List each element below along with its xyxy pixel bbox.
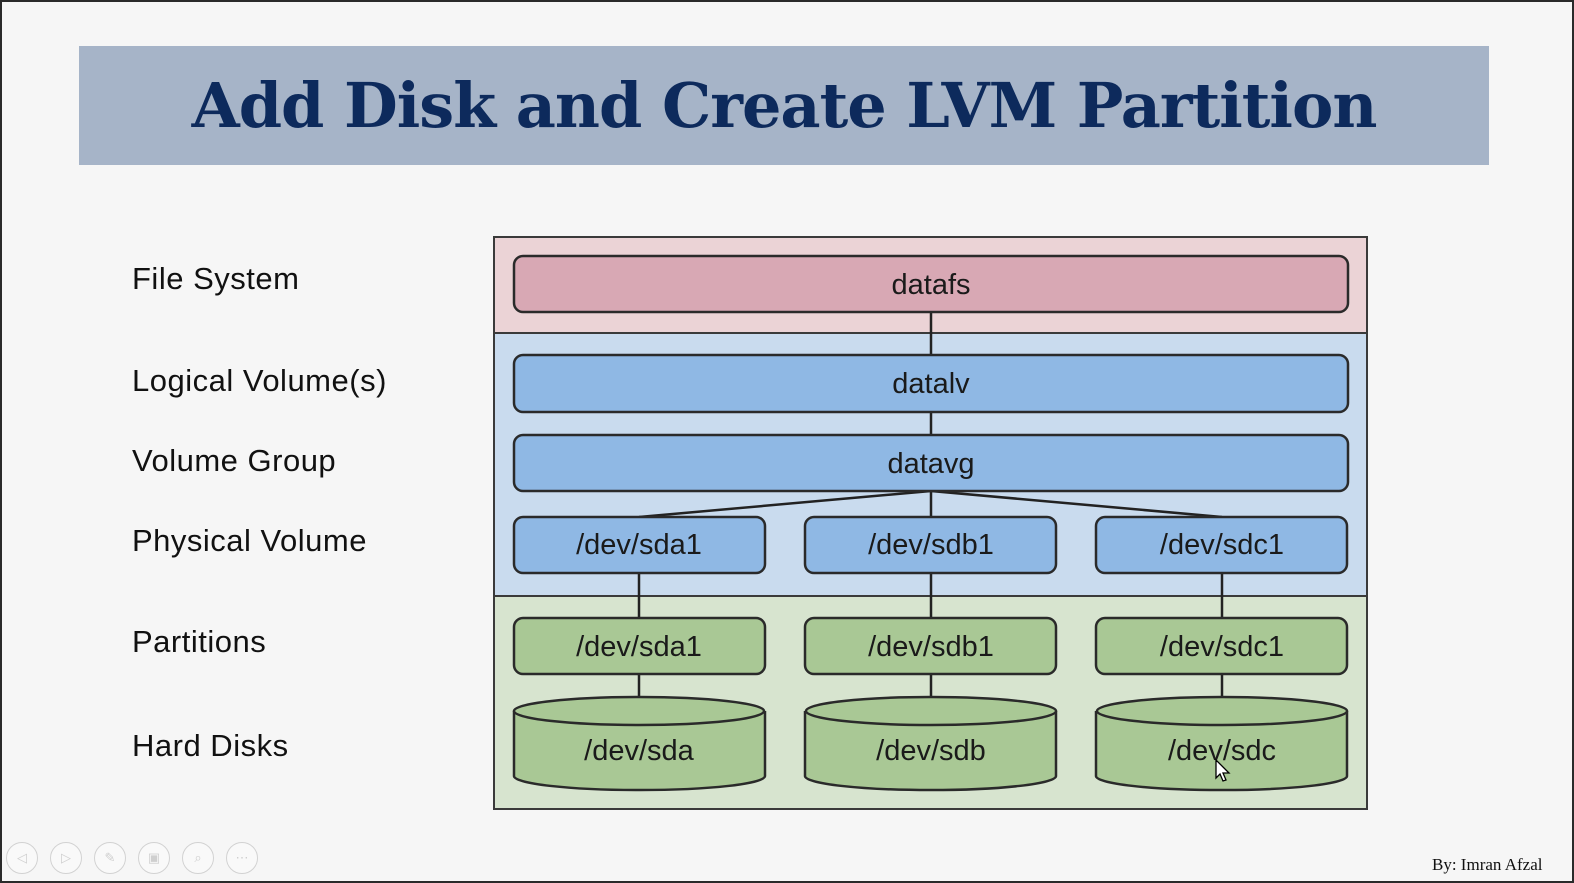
hard-disk-node: /dev/sda	[512, 695, 767, 792]
partition-node: /dev/sdb1	[803, 616, 1058, 676]
volume-group-node: datavg	[512, 433, 1350, 493]
hard-disk-label: /dev/sdc	[1168, 735, 1276, 767]
pen-icon[interactable]: ✎	[94, 842, 126, 874]
partition-node: /dev/sda1	[512, 616, 767, 676]
volume-group-node-label: datavg	[887, 448, 974, 480]
partition-label: /dev/sdc1	[1160, 631, 1284, 663]
lvm-diagram: datafs datalv datavg /dev/sda1 /dev/sdb1	[493, 236, 1368, 810]
partition-node: /dev/sdc1	[1094, 616, 1349, 676]
slideshow-nav-bar: ◁ ▷ ✎ ▣ ⌕ ⋯	[6, 842, 258, 874]
slide-title: Add Disk and Create LVM Partition	[191, 69, 1378, 142]
prev-icon[interactable]: ◁	[6, 842, 38, 874]
physical-volume-node: /dev/sdb1	[803, 515, 1058, 575]
physical-volume-label: /dev/sda1	[576, 529, 702, 561]
layer-label-partitions: Partitions	[132, 624, 267, 659]
hard-disk-label: /dev/sda	[584, 735, 694, 767]
logical-volume-node-label: datalv	[892, 368, 970, 400]
filesystem-node: datafs	[512, 254, 1350, 314]
connectors	[637, 312, 1224, 696]
partition-label: /dev/sda1	[576, 631, 702, 663]
hard-disk-node: /dev/sdc	[1094, 695, 1349, 792]
more-icon[interactable]: ⋯	[226, 842, 258, 874]
physical-volume-label: /dev/sdb1	[868, 529, 994, 561]
logical-volume-node: datalv	[512, 353, 1350, 414]
slides-icon[interactable]: ▣	[138, 842, 170, 874]
hard-disk-node: /dev/sdb	[803, 695, 1058, 792]
next-icon[interactable]: ▷	[50, 842, 82, 874]
layer-label-file-system: File System	[132, 261, 300, 296]
mouse-cursor-icon	[1215, 759, 1231, 782]
physical-volume-label: /dev/sdc1	[1160, 529, 1284, 561]
layer-label-physical-volume: Physical Volume	[132, 523, 367, 558]
physical-volume-node: /dev/sdc1	[1094, 515, 1349, 575]
title-banner: Add Disk and Create LVM Partition	[79, 46, 1489, 165]
zoom-icon[interactable]: ⌕	[182, 842, 214, 874]
author-credit: By: Imran Afzal	[1432, 855, 1543, 874]
physical-volume-node: /dev/sda1	[512, 515, 767, 575]
layer-label-logical-volumes: Logical Volume(s)	[132, 363, 387, 398]
partition-label: /dev/sdb1	[868, 631, 994, 663]
hard-disk-label: /dev/sdb	[876, 735, 986, 767]
filesystem-node-label: datafs	[892, 269, 971, 301]
layer-label-volume-group: Volume Group	[132, 443, 337, 478]
layer-label-hard-disks: Hard Disks	[132, 728, 289, 763]
